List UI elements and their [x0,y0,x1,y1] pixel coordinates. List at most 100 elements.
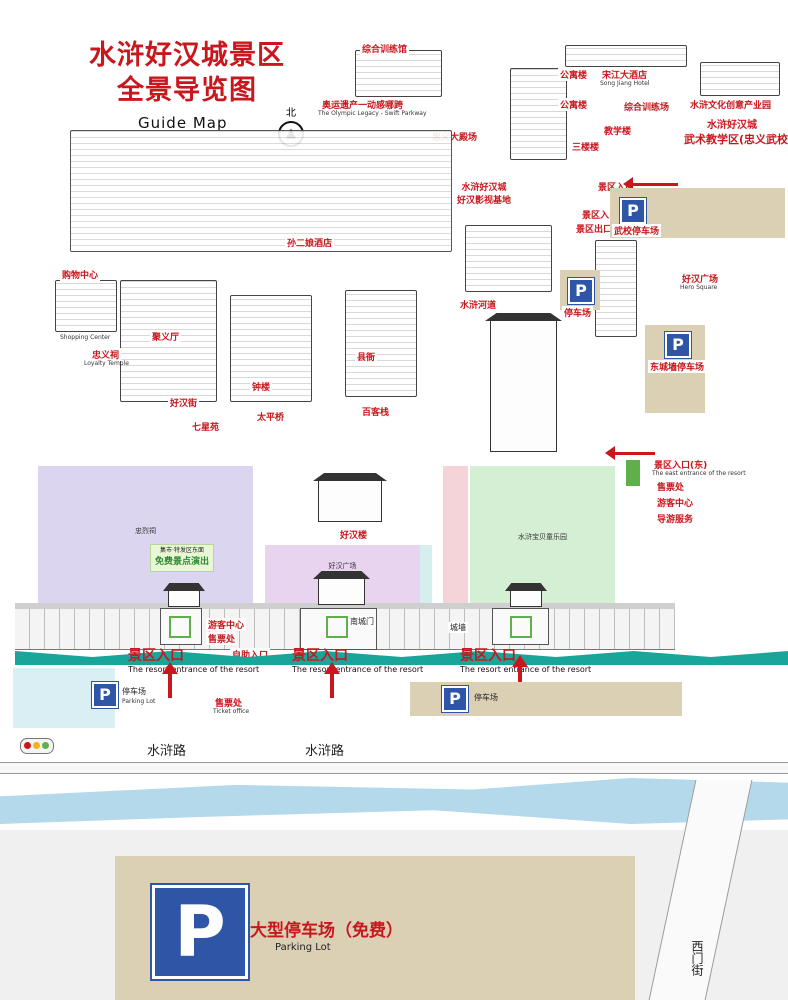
haohan-tower [318,480,382,522]
haohan-tower-label: 好汉楼 [338,528,370,541]
landmark-training-field: 综合训练场 [622,100,672,113]
landmark-hall: 聚义厅 [150,330,182,343]
south-gate-tower [318,578,365,605]
landmark-street: 好汉街 [168,396,200,409]
hero-square-en: Hero Square [680,284,718,291]
zone-performance [420,545,432,607]
red-arrow-icon [512,655,528,691]
east-guide-label: 导游服务 [655,512,696,525]
east-gate-arrowhead-icon [605,446,615,460]
landmark-third-floor: 三楼楼 [570,140,602,153]
landmark-dorm-2: 公寓楼 [558,98,590,111]
entry-west-label: 景区入口 [128,648,184,664]
south-ticket-label: 售票处 [215,699,243,709]
landmark-hotel: 宋江大酒店 [600,68,650,81]
promo-box: 集市·特发区东面 免费景点演出 [150,544,214,572]
hero-city-label: 水浒好汉城 好汉影视基地 [455,180,514,206]
west-gate [160,608,202,645]
hotel-building [565,45,687,67]
south-parking-right-label: 停车场 [474,693,498,702]
landmark-river: 水浒河道 [458,298,499,311]
shopping-center-building [55,280,117,332]
east-entry-arrow-icon [628,183,678,186]
landmark-olympic-en: The Olympic Legacy - Swift Parkway [318,110,427,117]
promo-tag: 集市·特发区东面 [160,547,204,554]
east-gate-marker [626,460,640,486]
south-parking-left-label: 停车场 [122,687,146,696]
entry-east: 景区入口 The resort entrance of the resort [460,645,591,674]
east-gate-tower [510,590,542,607]
road-label-ximen: 西门街 [690,940,704,976]
east-exit: 景区出口 [574,222,615,235]
landmark-yamen: 县衙 [355,350,378,363]
entry-east-label: 景区入口 [460,648,516,664]
east-parking-label: 东城墙停车场 [648,360,707,373]
traffic-light-icon [20,738,54,754]
east-entry-arrowhead-icon [623,177,633,191]
road-label-1: 水浒路 [147,744,187,759]
road-label-2: 水浒路 [305,744,345,759]
landmark-temple: 忠义祠 [90,348,122,361]
map-title: 水浒好汉城景区 全景导览图 [72,38,302,108]
river [0,778,788,824]
city-wall-label: 城墙 [448,622,468,633]
entry-south: 景区入口 The resort entrance of the resort [292,645,423,674]
landmark-temple-en: Loyalty Temple [84,360,129,367]
entry-south-en: The resort entrance of the resort [292,665,424,674]
zone-kids-label: 水浒宝贝童乐园 [518,533,567,541]
landmark-creative-park: 水浒文化创意产业园 [688,98,774,111]
east-gate-en: The east entrance of the resort [652,470,746,477]
south-gate-tower-label: 南城门 [348,616,376,627]
map-subtitle: Guide Map [138,114,228,132]
zone-shang [443,466,468,608]
mid-parking-label: 停车场 [562,306,594,319]
west-ticket-label: 售票处 [206,632,238,645]
red-arrow-icon [162,662,178,698]
landmark-inn: 百客栈 [360,405,392,418]
east-ticket-label: 售票处 [655,480,687,493]
west-gate-tower [168,590,200,607]
zone-plaza-label: 好汉广场 [328,562,357,570]
big-parking-en: Parking Lot [275,942,331,953]
parking-icon: P [91,681,119,709]
south-ticket-en: Ticket office [213,708,250,715]
landmark-olympic: 奥运遗产一动感哪跨 [320,98,406,111]
zone-kids-park: 水浒宝贝童乐园 [470,466,615,608]
landmark-dorm: 公寓楼 [558,68,590,81]
entry-east-en: The resort entrance of the resort [460,665,592,674]
hero-city-line1: 水浒好汉城 [455,180,514,193]
map-title-line2: 全景导览图 [117,75,257,106]
training-hall-building [355,50,442,97]
landmark-teaching: 教学楼 [602,124,634,137]
entry-west: 景区入口 The resort entrance of the resort [128,645,259,674]
red-arrow-icon [324,662,340,698]
south-parking-left-en: Parking Lot [122,698,156,705]
entry-south-label: 景区入口 [292,648,348,664]
parking-icon: P [664,331,692,359]
south-gate-door-icon [326,616,348,638]
east-gate-arrow-icon [610,452,655,455]
parking-icon: P [441,685,469,713]
creative-park-building [700,62,780,96]
landmark-shopping-en: Shopping Center [60,334,111,341]
east-south-gate [492,608,549,645]
town-buildings-north [70,130,452,252]
parking-icon: P [567,277,595,305]
parking-icon: P [619,197,647,225]
east-gate-label: 景区入口(东) [652,458,710,471]
hero-city-buildings [465,225,552,292]
central-tower [490,320,557,452]
north-label: 北 [286,108,296,119]
west-visitor-label: 游客中心 [206,618,247,631]
landmark-hotel-en: Song Jiang Hotel [600,80,650,87]
landmark-taiping: 太平桥 [255,410,287,423]
east-tall-building [595,240,637,337]
landmark-training-hall: 综合训练馆 [360,42,410,55]
east-gate-door-icon [510,616,532,638]
school-area-label: 水浒好汉城 武术教学区(忠义武校) [682,116,788,147]
landmark-nursery: 七星苑 [190,420,222,433]
dormitory-building [510,68,567,160]
promo-main: 免费景点演出 [154,557,209,567]
east-visitor-label: 游客中心 [655,496,696,509]
road-shuihu [0,762,788,774]
